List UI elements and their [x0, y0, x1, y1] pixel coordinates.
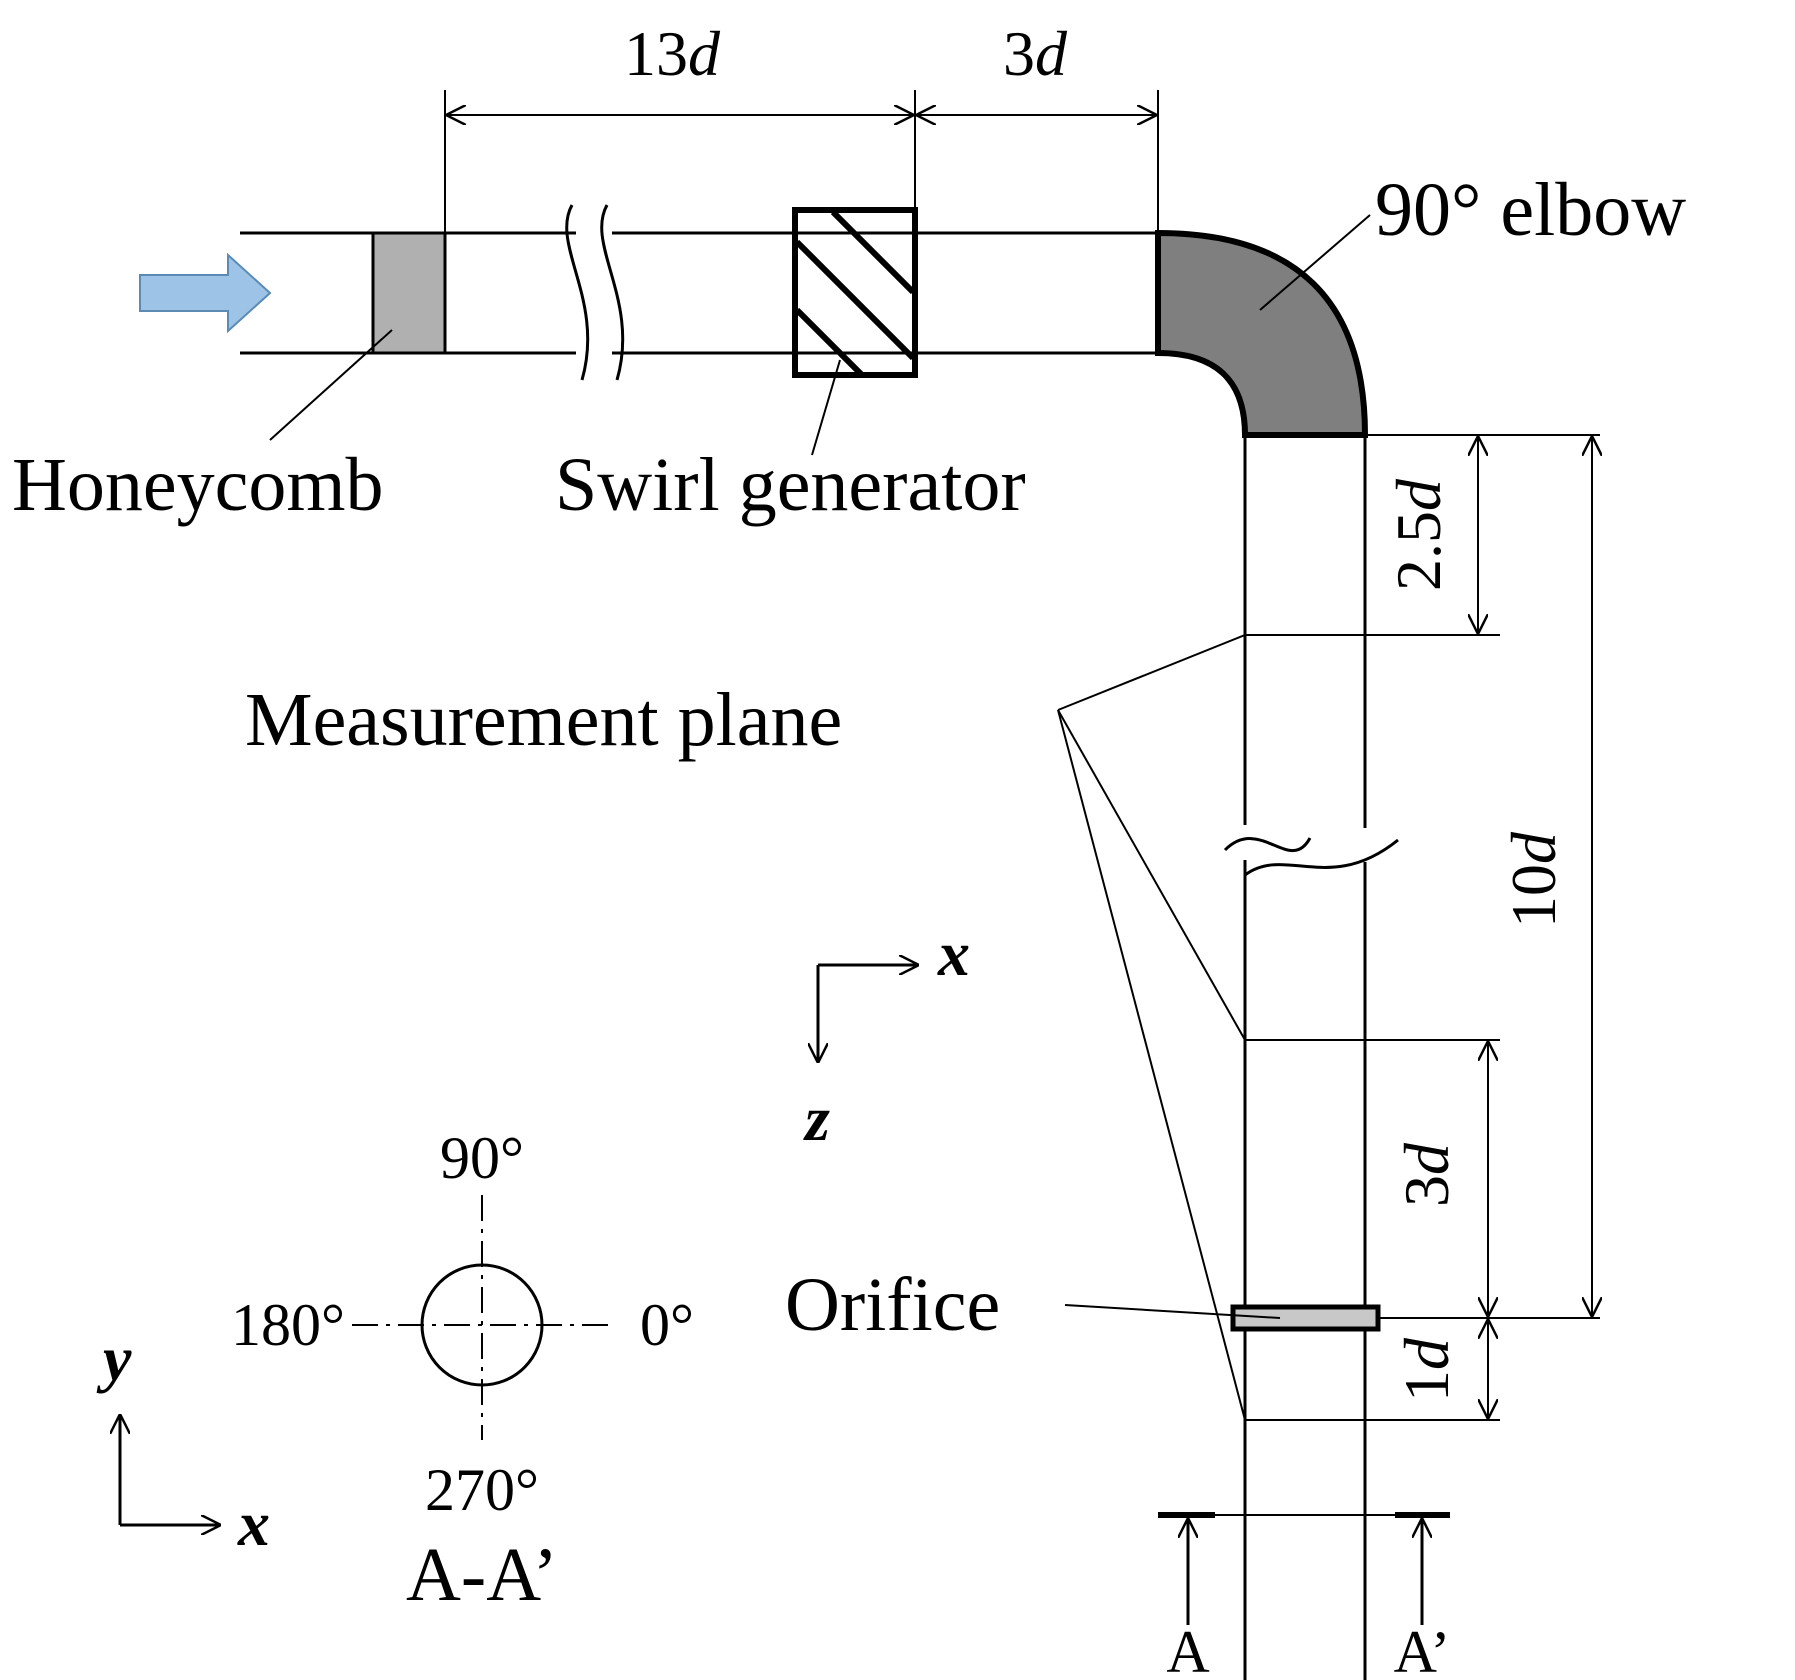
leader-lines — [269, 214, 1371, 1421]
label-swirl-generator: Swirl generator — [555, 443, 1026, 527]
label-measurement-plane: Measurement plane — [245, 678, 842, 762]
measurement-planes — [1245, 434, 1600, 1421]
dim-3d-top: 3d — [1003, 18, 1068, 89]
axis-x-label: x — [937, 918, 970, 989]
axis-z-label: z — [803, 1083, 830, 1154]
dimension-lines — [444, 90, 1592, 1418]
angle-270: 270° — [425, 1457, 539, 1523]
swirl-generator-block — [792, 207, 918, 378]
label-orifice: Orifice — [785, 1263, 1000, 1347]
section-label: A-A’ — [406, 1533, 558, 1617]
section-marker-a-prime: A’ — [1394, 1619, 1451, 1680]
xy-axes — [120, 1415, 220, 1525]
honeycomb-block — [371, 231, 447, 355]
dim-10d: 10d — [1498, 831, 1569, 928]
section-marker-a: A — [1166, 1619, 1209, 1680]
xz-axes — [818, 965, 918, 1062]
cross-section-view — [352, 1195, 612, 1440]
section-cut-markers — [1158, 1512, 1450, 1625]
axis-y-label: y — [96, 1323, 132, 1394]
dim-2-5d: 2.5d — [1383, 478, 1454, 591]
elbow-section — [1155, 229, 1369, 438]
flow-direction-arrow — [139, 252, 272, 334]
angle-0: 0° — [640, 1292, 694, 1358]
horizontal-pipe — [240, 204, 1158, 381]
dim-1d: 1d — [1391, 1337, 1462, 1402]
label-honeycomb: Honeycomb — [12, 443, 383, 527]
angle-180: 180° — [231, 1292, 345, 1358]
vertical-pipe — [1223, 435, 1399, 1680]
label-elbow: 90° elbow — [1375, 168, 1686, 252]
orifice-plate — [1230, 1304, 1381, 1332]
dim-3d-lower: 3d — [1391, 1142, 1462, 1207]
angle-90: 90° — [440, 1125, 524, 1191]
dim-13d: 13d — [624, 18, 721, 89]
axis-x2-label: x — [237, 1488, 270, 1559]
